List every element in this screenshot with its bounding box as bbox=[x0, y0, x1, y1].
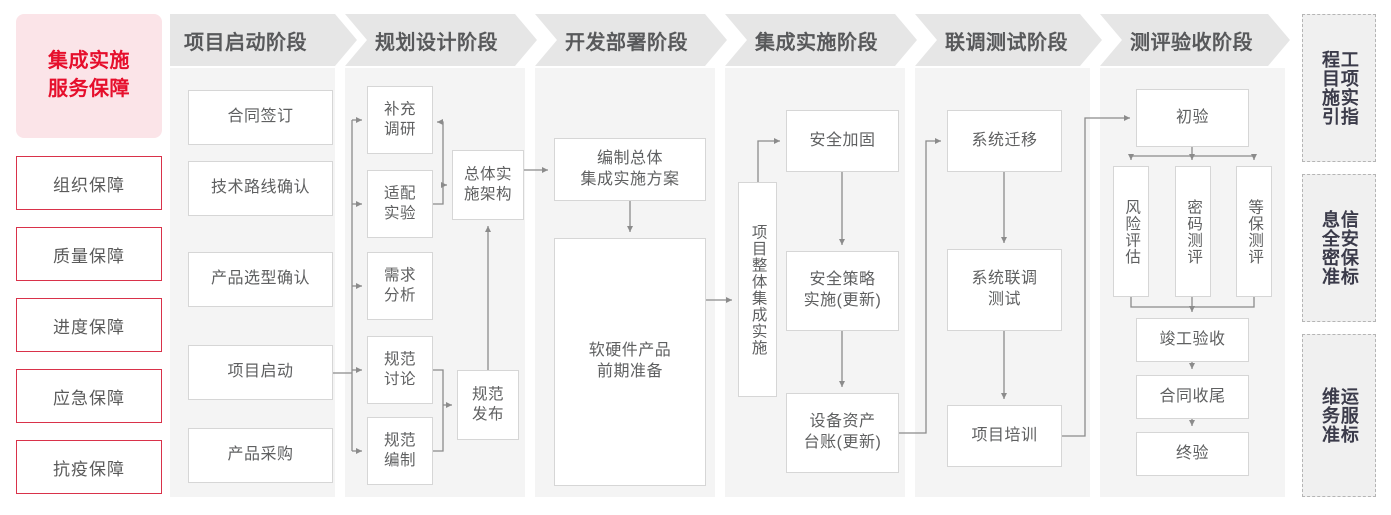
node-text-line1: 规范 bbox=[383, 350, 416, 368]
phase-header-evaluation[interactable]: 测评验收阶段 bbox=[1100, 14, 1290, 66]
node-text-line2: 发布 bbox=[471, 406, 504, 423]
guarantee-item-emergency[interactable]: 应急保障 bbox=[16, 369, 162, 423]
node-text-line1: 系统联调 bbox=[971, 270, 1038, 288]
guarantee-title-line1: 集成实施 bbox=[48, 50, 130, 73]
node-text-line2: 实施(更新) bbox=[803, 292, 882, 309]
node-project-kickoff[interactable]: 项目启动 bbox=[188, 345, 333, 400]
phase-header-planning[interactable]: 规划设计阶段 bbox=[345, 14, 537, 66]
node-text-line2: 前期准备 bbox=[596, 363, 663, 380]
node-tech-route-confirm[interactable]: 技术路线确认 bbox=[188, 161, 333, 216]
node-product-selection-confirm[interactable]: 产品选型确认 bbox=[188, 252, 333, 307]
phase-header-joint-test[interactable]: 联调测试阶段 bbox=[915, 14, 1102, 66]
node-text-line2: 测试 bbox=[987, 291, 1021, 308]
node-text-line2: 调研 bbox=[383, 121, 416, 138]
guarantee-item-quality[interactable]: 质量保障 bbox=[16, 227, 162, 281]
guarantee-item-epidemic[interactable]: 抗疫保障 bbox=[16, 440, 162, 494]
node-spec-discussion[interactable]: 规范 讨论 bbox=[367, 336, 433, 404]
node-adaptation-experiment[interactable]: 适配 实验 bbox=[367, 170, 433, 238]
node-text-line2: 分析 bbox=[383, 287, 416, 304]
node-text-line1: 需求 bbox=[383, 266, 416, 284]
phase-header-initiation[interactable]: 项目启动阶段 bbox=[170, 14, 357, 66]
node-overall-implementation-architecture[interactable]: 总体实 施架构 bbox=[452, 150, 524, 220]
guarantee-item-schedule[interactable]: 进度保障 bbox=[16, 298, 162, 352]
node-system-joint-debug-test[interactable]: 系统联调 测试 bbox=[947, 249, 1062, 331]
node-final-acceptance[interactable]: 终验 bbox=[1136, 432, 1249, 476]
node-text-line1: 安全策略 bbox=[809, 271, 876, 289]
node-text-line1: 总体实 bbox=[463, 165, 512, 183]
guarantee-item-organization[interactable]: 组织保障 bbox=[16, 156, 162, 210]
guarantee-title-line2: 服务保障 bbox=[48, 78, 130, 100]
node-contract-signing[interactable]: 合同签订 bbox=[188, 90, 333, 145]
standard-ops-service[interactable]: 维务准 运服标 bbox=[1302, 334, 1376, 497]
node-requirement-analysis[interactable]: 需求 分析 bbox=[367, 252, 433, 320]
node-contract-closeout[interactable]: 合同收尾 bbox=[1136, 375, 1249, 419]
node-project-training[interactable]: 项目培训 bbox=[947, 405, 1062, 467]
standard-text-col-left: 工项实指 bbox=[1338, 50, 1359, 126]
node-asset-ledger-update[interactable]: 设备资产 台账(更新) bbox=[786, 393, 899, 473]
node-completion-acceptance[interactable]: 竣工验收 bbox=[1136, 318, 1249, 362]
standard-text-col-left: 信安保标 bbox=[1338, 210, 1359, 286]
standard-text-col-right: 程目施引 bbox=[1320, 50, 1340, 126]
node-text-line1: 编制总体 bbox=[596, 149, 663, 167]
node-text-line2: 编制 bbox=[383, 452, 416, 469]
node-text-line2: 实验 bbox=[383, 205, 416, 222]
node-text-line2: 台账(更新) bbox=[803, 434, 882, 451]
node-text-line2: 集成实施方案 bbox=[580, 170, 680, 188]
node-text-line1: 规范 bbox=[383, 431, 416, 449]
node-preliminary-acceptance[interactable]: 初验 bbox=[1136, 89, 1249, 147]
node-text-line1: 补充 bbox=[383, 100, 416, 118]
node-text-line1: 设备资产 bbox=[809, 413, 876, 431]
standard-text-col-right: 息全密准 bbox=[1320, 210, 1340, 286]
node-product-purchase[interactable]: 产品采购 bbox=[188, 428, 333, 483]
node-supplementary-research[interactable]: 补充 调研 bbox=[367, 86, 433, 154]
standard-text-col-right: 维务准 bbox=[1320, 387, 1340, 444]
node-classified-protection-evaluation[interactable]: 等保测评 bbox=[1236, 166, 1272, 297]
node-text-line2: 施架构 bbox=[463, 186, 512, 203]
node-overall-integration-plan[interactable]: 编制总体 集成实施方案 bbox=[554, 138, 706, 201]
guarantee-title: 集成实施 服务保障 bbox=[16, 14, 162, 138]
node-cryptography-evaluation[interactable]: 密码测评 bbox=[1175, 166, 1211, 297]
node-overall-project-integration[interactable]: 项目整体集成实施 bbox=[738, 182, 777, 397]
node-hardware-software-preparation[interactable]: 软硬件产品 前期准备 bbox=[554, 238, 706, 486]
phase-header-development[interactable]: 开发部署阶段 bbox=[535, 14, 727, 66]
node-security-hardening[interactable]: 安全加固 bbox=[786, 110, 899, 172]
node-spec-drafting[interactable]: 规范 编制 bbox=[367, 417, 433, 485]
node-security-policy-implementation[interactable]: 安全策略 实施(更新) bbox=[786, 251, 899, 331]
node-risk-assessment[interactable]: 风险评估 bbox=[1113, 166, 1149, 297]
node-text-line1: 规范 bbox=[471, 385, 504, 403]
phase-header-integration[interactable]: 集成实施阶段 bbox=[725, 14, 917, 66]
standard-text-col-left: 运服标 bbox=[1338, 387, 1359, 444]
node-spec-publication[interactable]: 规范 发布 bbox=[457, 370, 519, 440]
node-system-migration[interactable]: 系统迁移 bbox=[947, 110, 1062, 172]
node-text-line2: 讨论 bbox=[383, 371, 416, 388]
standard-information-security[interactable]: 息全密准 信安保标 bbox=[1302, 174, 1376, 322]
standard-engineering-guideline[interactable]: 程目施引 工项实指 bbox=[1302, 14, 1376, 162]
node-text-line1: 适配 bbox=[383, 184, 416, 202]
node-text-line1: 软硬件产品 bbox=[588, 342, 672, 360]
